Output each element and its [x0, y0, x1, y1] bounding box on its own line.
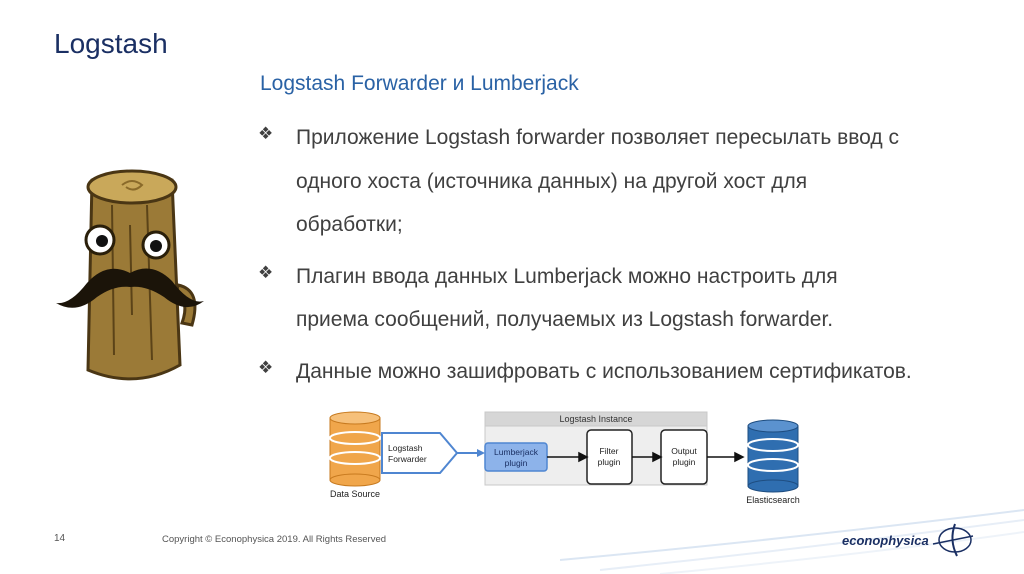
bullet-text: Плагин ввода данных Lumberjack можно нас… [296, 264, 838, 332]
diamond-cluster-icon: ❖ [258, 357, 274, 377]
forwarder-label-line1: Logstash [388, 443, 423, 453]
slide-subtitle: Logstash Forwarder и Lumberjack [260, 72, 579, 95]
bullet-list: ❖ Приложение Logstash forwarder позволяе… [258, 116, 998, 401]
output-label-line2: plugin [673, 457, 696, 467]
diamond-cluster-icon: ❖ [258, 262, 274, 282]
econophysica-emblem-icon [932, 523, 973, 557]
page-number: 14 [54, 533, 66, 544]
diamond-cluster-icon: ❖ [258, 124, 274, 143]
data-source-database-icon [329, 411, 381, 487]
slide-title: Logstash [54, 28, 168, 59]
lumberjack-label-line2: plugin [505, 458, 528, 468]
econophysica-logo: econophysica [842, 520, 975, 560]
logo-text: econophysica [842, 532, 929, 548]
architecture-diagram: Data Source Logstash Forwarder Logstash … [329, 411, 800, 505]
forwarder-label-line2: Forwarder [388, 454, 427, 464]
filter-label-line2: plugin [598, 457, 621, 467]
output-label-line1: Output [671, 446, 697, 456]
elasticsearch-label: Elasticsearch [746, 495, 800, 505]
bullet-text: Приложение Logstash forwarder позволяет … [296, 126, 899, 236]
logstash-mascot-image [56, 169, 204, 381]
copyright-text: Copyright © Econophysica 2019. All Right… [162, 534, 387, 545]
data-source-label: Data Source [330, 489, 380, 499]
decorative-swoosh [560, 509, 1024, 574]
bullet-item: ❖ Плагин ввода данных Lumberjack можно н… [258, 255, 998, 342]
bullet-item: ❖ Приложение Logstash forwarder позволяе… [258, 116, 998, 247]
logstash-instance-title: Logstash Instance [559, 414, 632, 424]
elasticsearch-database-icon [747, 419, 799, 493]
bullet-text: Данные можно зашифровать с использование… [296, 359, 912, 383]
forwarder-shape [381, 432, 459, 474]
lumberjack-label-line1: Lumberjack [494, 447, 539, 457]
filter-label-line1: Filter [600, 446, 619, 456]
bullet-item: ❖ Данные можно зашифровать с использован… [258, 350, 998, 394]
